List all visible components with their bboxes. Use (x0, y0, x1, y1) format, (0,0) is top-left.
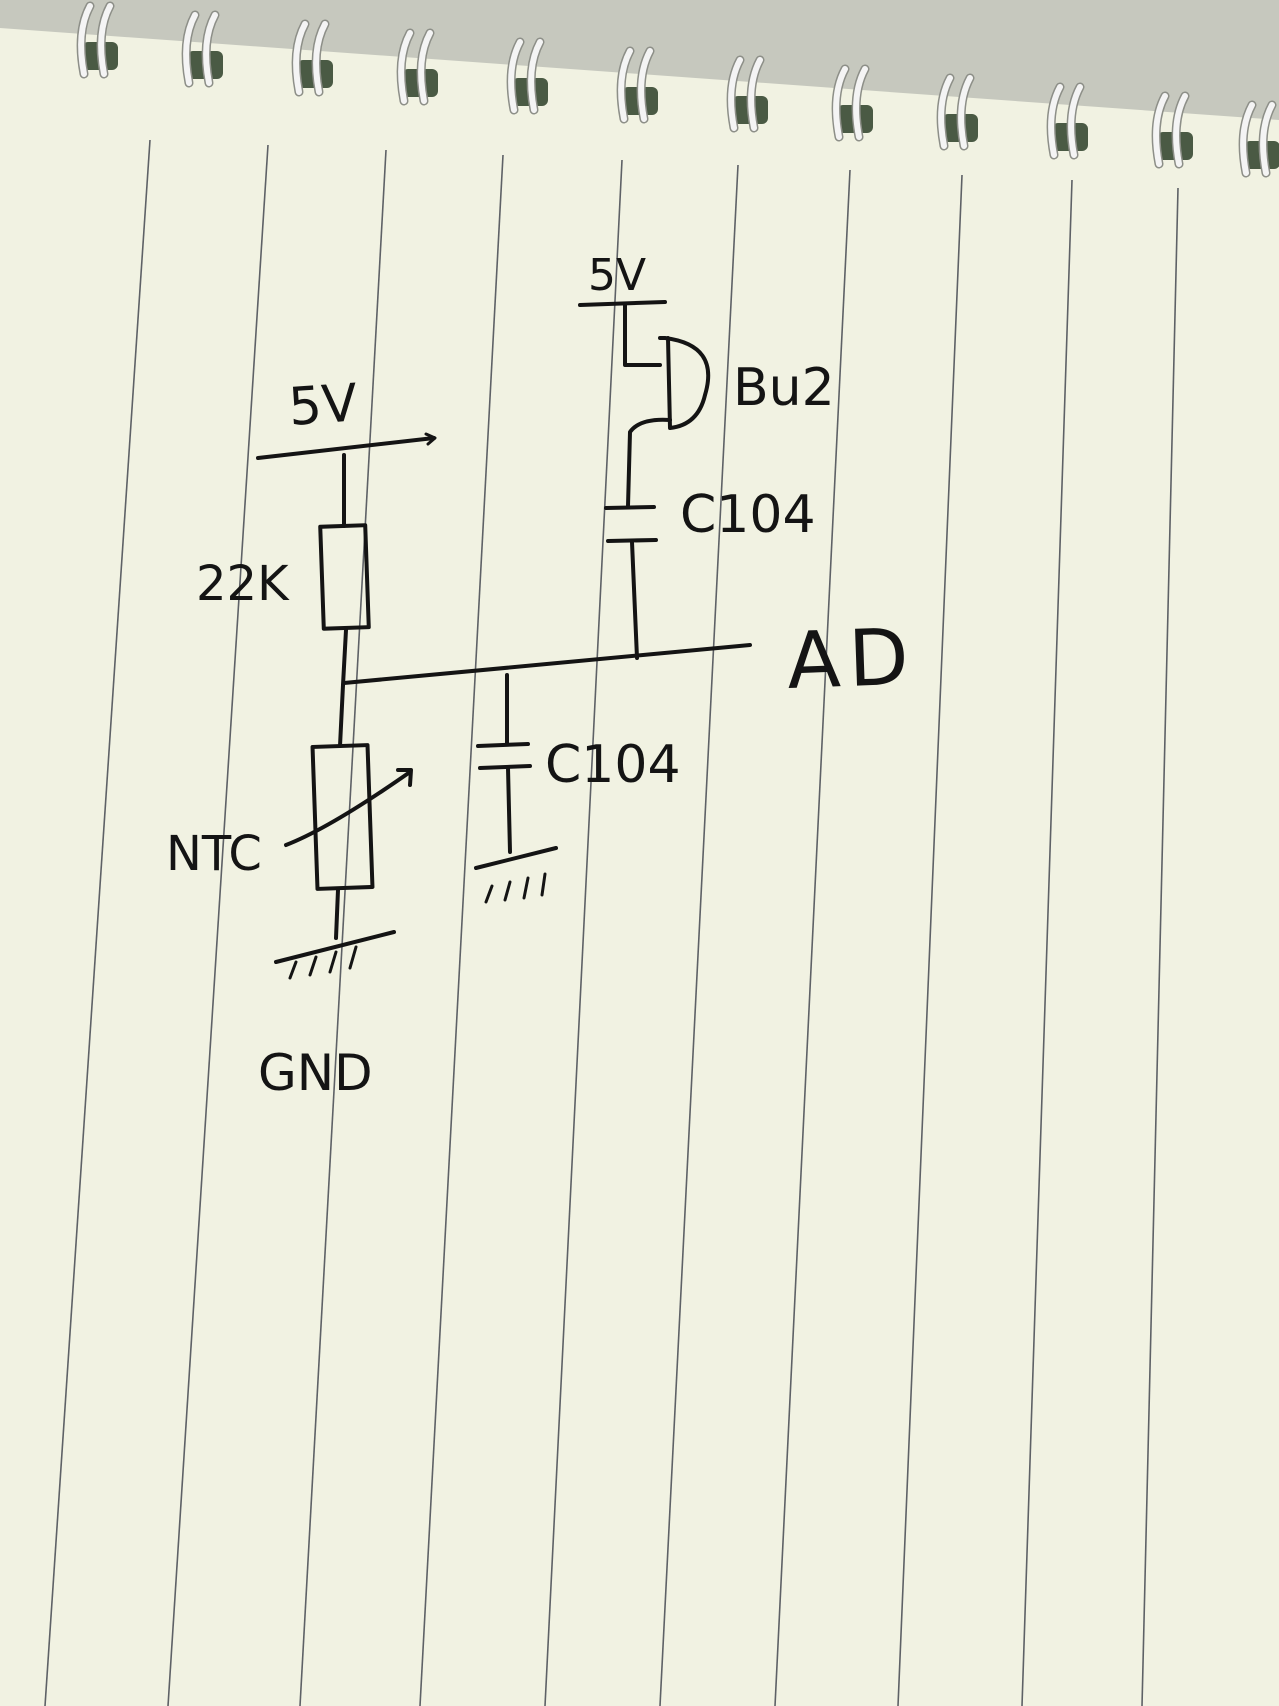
ground-symbol-left (274, 930, 396, 980)
coil-wire (1153, 93, 1168, 167)
coil-wire (938, 75, 953, 149)
thermistor-arrow (284, 768, 413, 847)
coil-wire (1260, 102, 1275, 176)
wire-thermistor-to-ground (334, 888, 340, 940)
ruled-lines (44, 139, 1179, 1706)
coil-wire (638, 48, 653, 122)
spiral-coil (616, 46, 658, 124)
filter-capacitor (476, 742, 532, 770)
coil-wire (398, 30, 413, 104)
ruled-line (544, 159, 623, 1706)
ruled-line (167, 144, 269, 1706)
coil-wire (958, 75, 973, 149)
wire-filter-capacitor-to-ground (506, 766, 512, 854)
output-label: AD (786, 613, 918, 707)
coil-wire (748, 57, 763, 131)
ruled-line (419, 154, 504, 1706)
supply-rail-left (256, 432, 437, 460)
thermistor-label: NTC (166, 826, 262, 882)
supply-label-right: 5V (588, 250, 646, 301)
coil-wire (183, 12, 198, 86)
ruled-line (774, 169, 851, 1706)
ruled-line (659, 164, 739, 1706)
coil-wire (203, 12, 218, 86)
ground-label: GND (258, 1044, 373, 1102)
wire-buzzer-to-capacitor (626, 417, 672, 508)
filter-capacitor-label: C104 (545, 735, 681, 795)
ruled-line (1141, 187, 1179, 1706)
coil-wire (853, 66, 868, 140)
coil-wire (78, 3, 93, 77)
coil-wire (313, 21, 328, 95)
coil-wire (728, 57, 743, 131)
coil-wire (833, 66, 848, 140)
spiral-coil (181, 10, 223, 88)
coil-wire (618, 48, 633, 122)
spiral-coil (76, 1, 118, 79)
coil-wire (1240, 102, 1255, 176)
ruled-line (897, 174, 963, 1706)
notebook-paper (0, 28, 1279, 1706)
ad-output-line (342, 643, 752, 685)
wire-resistor-to-node (341, 628, 348, 687)
spiral-coil (1046, 82, 1088, 160)
resistor-label: 22K (196, 556, 290, 612)
wire-capacitor-to-output (630, 540, 639, 660)
wire-supply-to-buzzer (623, 303, 662, 367)
coil-wire (528, 39, 543, 113)
supply-label-left: 5V (287, 373, 360, 438)
coupling-capacitor-label: C104 (680, 485, 816, 545)
spiral-coil (506, 37, 548, 115)
ntc-thermistor (310, 743, 375, 891)
spiral-coil (936, 73, 978, 151)
spiral-coil (396, 28, 438, 106)
spiral-coil (291, 19, 333, 97)
buzzer-symbol (658, 336, 711, 430)
spiral-binding (76, 1, 1279, 178)
coil-wire (508, 39, 523, 113)
ground-symbol-middle (474, 846, 558, 904)
coil-wire (1173, 93, 1188, 167)
buzzer-label: Bu2 (733, 358, 835, 418)
supply-rail-right (578, 300, 667, 307)
spiral-coil (1151, 91, 1193, 169)
ruled-line (44, 139, 151, 1706)
coil-wire (418, 30, 433, 104)
wire-node-to-thermistor (338, 683, 345, 748)
resistor-22k (318, 523, 371, 631)
ruled-line (299, 149, 387, 1706)
coil-wire (1048, 84, 1063, 158)
circuit-schematic: 5V 22K AD NTC GND C104 (166, 250, 918, 1102)
coil-wire (1068, 84, 1083, 158)
spiral-coil (1238, 100, 1279, 178)
spiral-coil (726, 55, 768, 133)
coil-wire (293, 21, 308, 95)
spiral-coil (831, 64, 873, 142)
ruled-line (1021, 179, 1073, 1706)
coil-wire (98, 3, 113, 77)
